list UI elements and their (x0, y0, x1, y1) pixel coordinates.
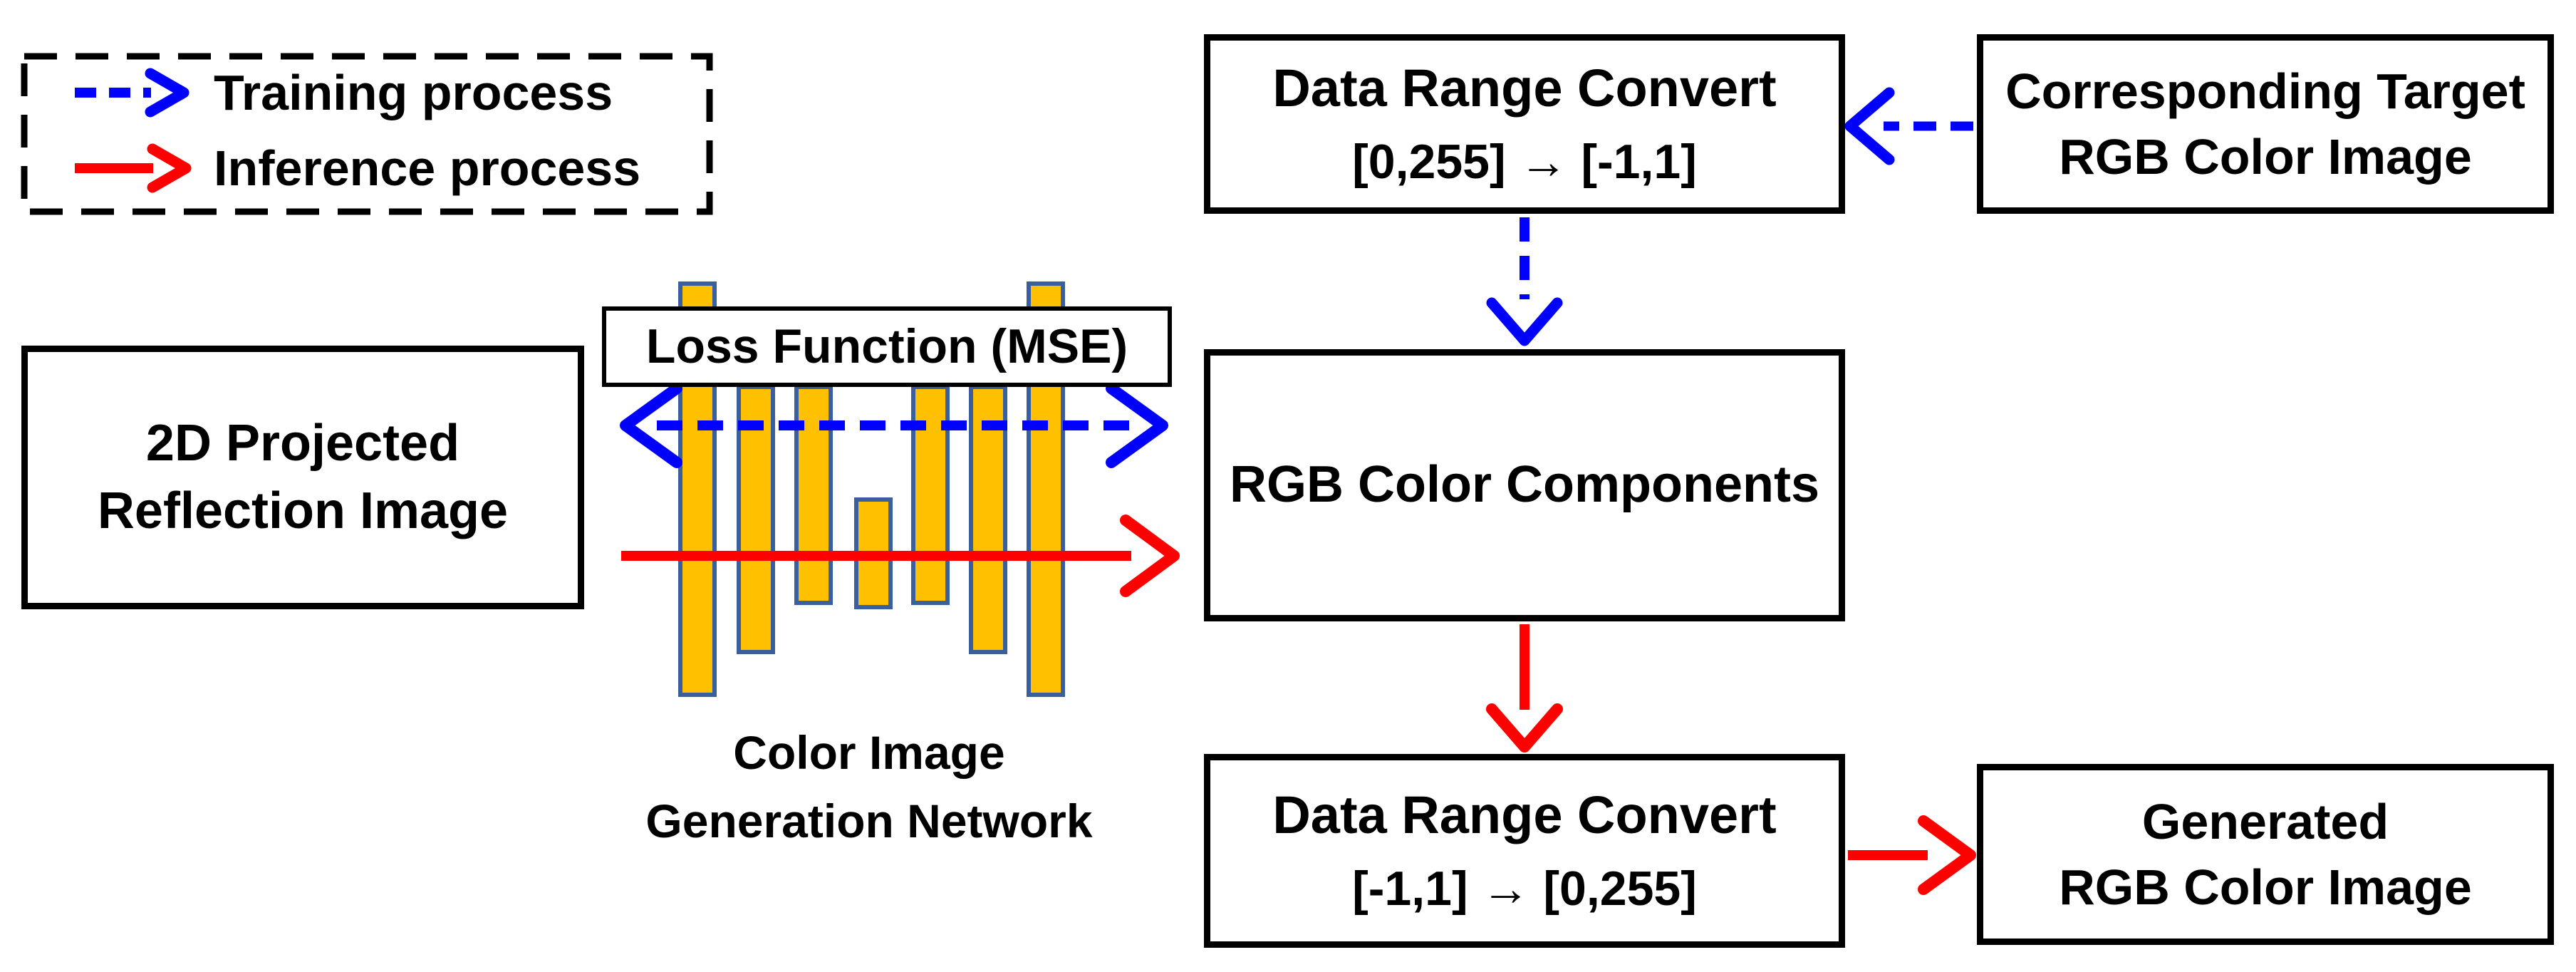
output-image-label-line1: Generated (2141, 793, 2389, 849)
input-image-label-line1: 2D Projected (145, 414, 460, 472)
convert-out-label-line1: Data Range Convert (1272, 785, 1777, 845)
loss-function-node: Loss Function (MSE) (602, 306, 1172, 387)
network-caption-line2: Generation Network (645, 795, 1093, 847)
rgb-components-node: RGB Color Components (1204, 349, 1845, 621)
convert-in-label-line1: Data Range Convert (1272, 58, 1777, 118)
rgb-components-label: RGB Color Components (1230, 456, 1819, 514)
data-range-convert-in-node: Data Range Convert [0,255] → [-1,1] (1204, 34, 1845, 214)
input-image-node: 2D Projected Reflection Image (21, 346, 584, 609)
network-layer-bar (737, 385, 775, 654)
convert-out-label-line2: [-1,1] → [0,255] (1352, 861, 1697, 916)
inference-flow-arrow (621, 515, 1180, 597)
target-image-node: Corresponding Target RGB Color Image (1977, 34, 2554, 214)
legend-box-border (21, 53, 713, 215)
convert-to-rgb-arrow-head (1486, 297, 1563, 346)
convert-to-rgb-arrow (1486, 217, 1563, 346)
loss-compare-arrow-right-head (1106, 383, 1168, 468)
output-image-node: Generated RGB Color Image (1977, 764, 2554, 945)
loss-compare-arrow (620, 383, 1168, 468)
network-layer-bar (911, 385, 950, 605)
network-layer-bar (794, 385, 833, 605)
loss-function-label: Loss Function (MSE) (645, 319, 1128, 373)
target-image-label-line1: Corresponding Target (2005, 63, 2525, 119)
input-image-label-line2: Reflection Image (97, 482, 509, 539)
legend-inference-label: Inference process (214, 140, 641, 196)
rgb-to-convert-arrow-head (1486, 703, 1563, 753)
network-caption-line1: Color Image (733, 726, 1005, 780)
output-image-label-line2: RGB Color Image (2059, 859, 2472, 915)
inference-flow-arrow-head (1120, 515, 1180, 597)
target-to-convert-arrow-head (1844, 87, 1895, 165)
network-layer-bar (969, 385, 1007, 654)
legend-training-label: Training process (214, 65, 613, 120)
legend-inference-arrow-head (147, 143, 192, 193)
network-caption: Color Image Generation Network (570, 709, 1168, 866)
legend-training-arrow-head (145, 68, 189, 118)
data-range-convert-out-node: Data Range Convert [-1,1] → [0,255] (1204, 754, 1845, 948)
legend-training-arrow-icon (75, 68, 189, 118)
legend-inference-arrow-icon (75, 143, 192, 193)
convert-to-output-arrow (1848, 815, 1976, 895)
convert-in-label-line2: [0,255] → [-1,1] (1352, 134, 1697, 189)
target-image-label-line2: RGB Color Image (2059, 129, 2472, 185)
rgb-to-convert-arrow (1486, 624, 1563, 753)
convert-to-output-arrow-head (1918, 815, 1976, 895)
loss-compare-arrow-left-head (620, 383, 682, 468)
target-to-convert-arrow (1844, 87, 1973, 165)
